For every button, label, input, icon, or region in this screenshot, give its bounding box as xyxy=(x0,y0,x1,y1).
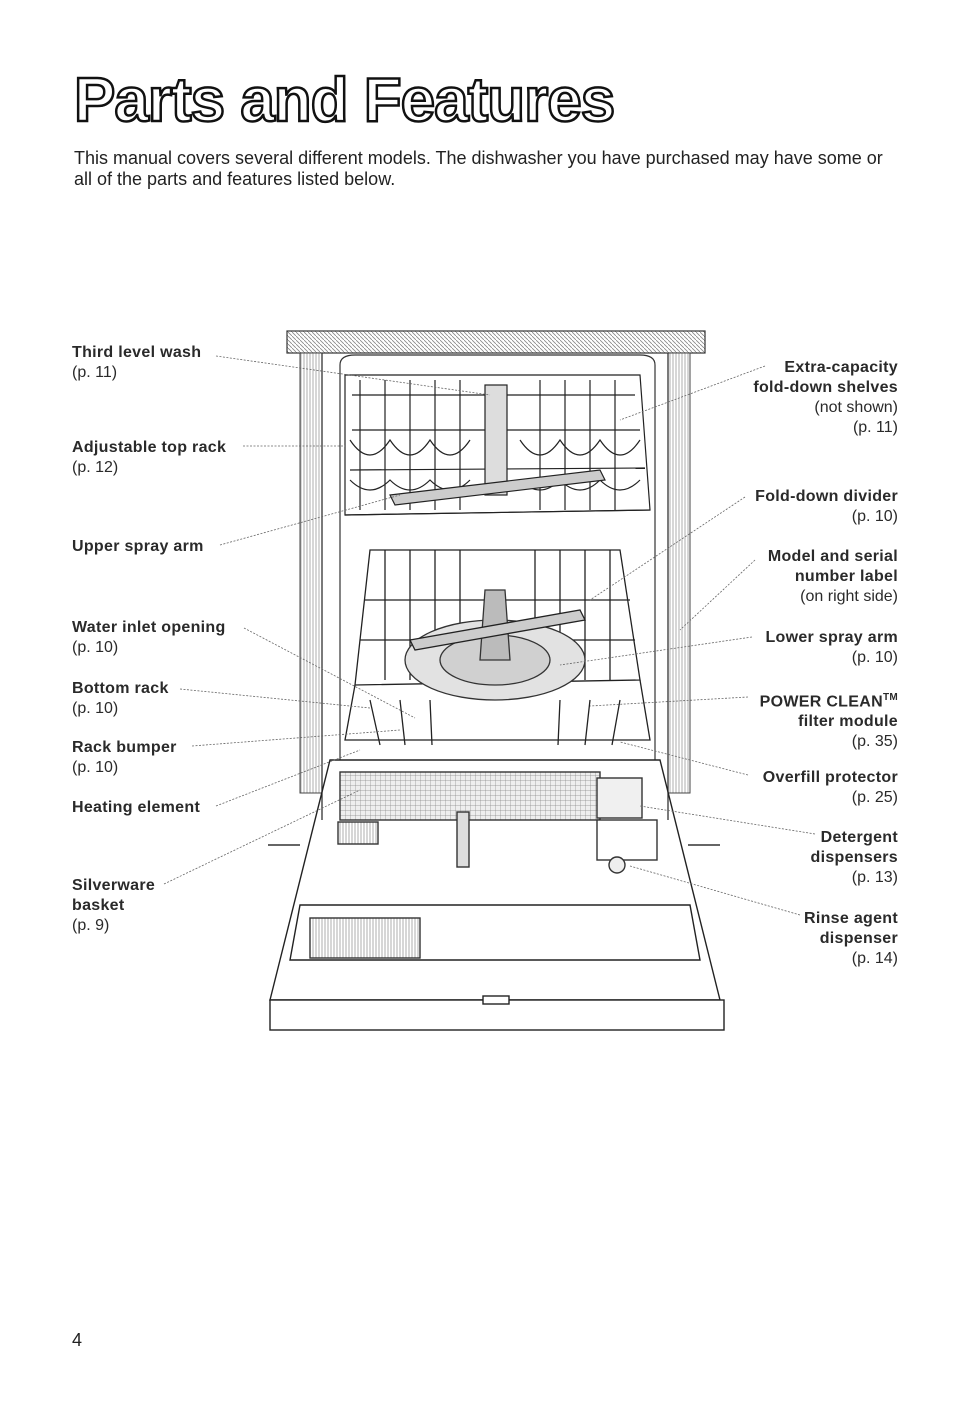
callout-upper-spray-arm: Upper spray arm xyxy=(72,538,204,555)
tub-side-walls xyxy=(299,352,691,820)
lower-rack xyxy=(344,549,651,746)
callout-water-inlet-opening: Water inlet opening (p. 10) xyxy=(72,619,226,656)
top-trim xyxy=(286,330,706,354)
callout-third-level-wash: Third level wash (p. 11) xyxy=(72,344,202,381)
callout-extra-capacity-shelves: Extra-capacity fold-down shelves (not sh… xyxy=(753,359,898,436)
callout-lower-spray-arm: Lower spray arm (p. 10) xyxy=(765,629,898,666)
callout-adjustable-top-rack: Adjustable top rack (p. 12) xyxy=(72,439,227,476)
page-number: 4 xyxy=(72,1330,83,1350)
callout-fold-down-divider: Fold-down divider (p. 10) xyxy=(755,488,898,525)
callout-silverware-basket: Silverware basket (p. 9) xyxy=(72,877,156,934)
upper-rack xyxy=(344,374,651,516)
door xyxy=(268,759,725,1031)
callout-overfill-protector: Overfill protector (p. 25) xyxy=(762,769,898,806)
callout-rinse-agent-dispenser: Rinse agent dispenser (p. 14) xyxy=(804,910,898,967)
callout-model-serial-label: Model and serial number label (on right … xyxy=(767,548,898,605)
callout-detergent-dispensers: Detergent dispensers (p. 13) xyxy=(810,829,898,886)
callout-bottom-rack: Bottom rack (p. 10) xyxy=(72,680,169,717)
callout-power-clean-filter: POWER CLEANTM filter module (p. 35) xyxy=(759,692,898,751)
intro-text: This manual covers several different mod… xyxy=(74,148,883,189)
leader-lines xyxy=(163,355,816,916)
page-title: Parts and Features xyxy=(73,65,617,137)
callout-rack-bumper: Rack bumper (p. 10) xyxy=(72,739,177,776)
callout-heating-element: Heating element xyxy=(72,799,201,816)
